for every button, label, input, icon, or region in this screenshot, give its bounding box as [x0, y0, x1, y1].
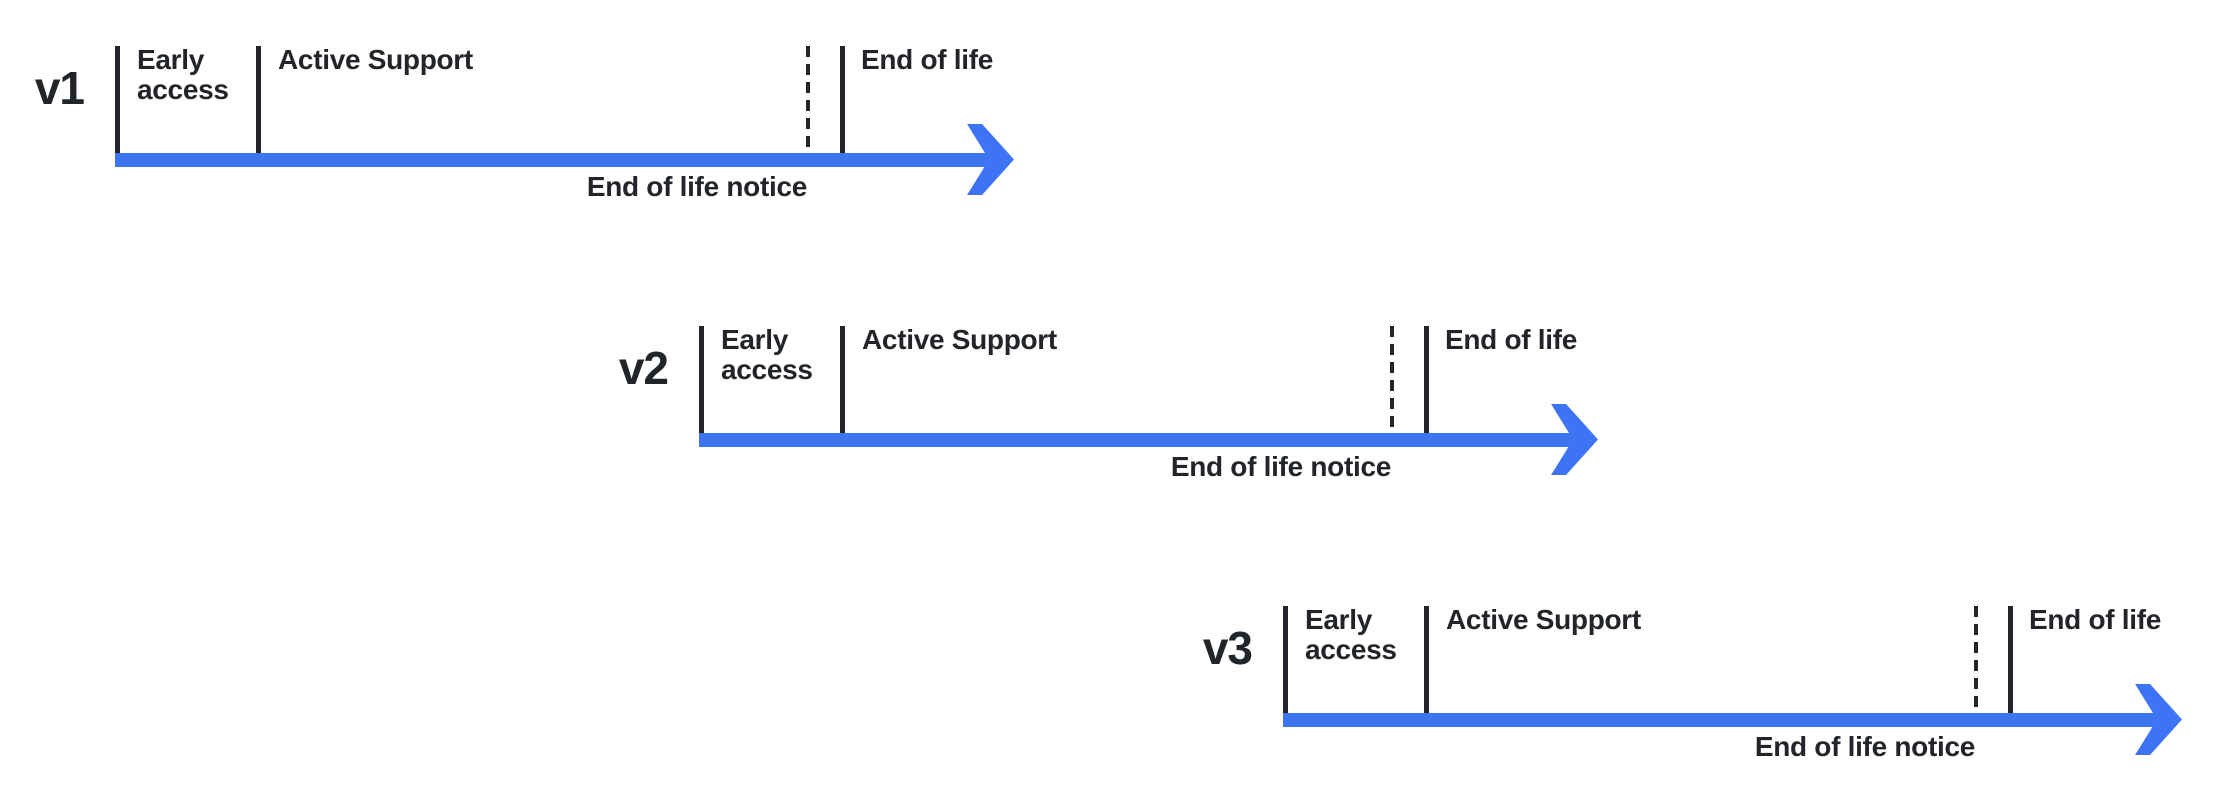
timeline-arrow-bar — [699, 433, 1581, 447]
early-access-label: Early access — [1305, 604, 1397, 665]
timeline-v3: v3 Early access Active Support End of li… — [1168, 560, 2228, 800]
timeline-v1: v1 Early access Active Support End of li… — [0, 0, 1060, 240]
active-support-label: Active Support — [1446, 604, 1641, 635]
version-label: v1 — [34, 62, 85, 114]
end-of-life-label: End of life — [861, 44, 994, 75]
early-access-start-tick — [115, 46, 120, 153]
timeline-v2: v2 Early access Active Support End of li… — [584, 280, 1644, 520]
end-of-life-tick — [1424, 326, 1429, 433]
eol-notice-label: End of life notice — [1754, 731, 1975, 762]
end-of-life-label: End of life — [2029, 604, 2162, 635]
early-access-start-tick — [1283, 606, 1288, 713]
version-label: v2 — [618, 342, 669, 394]
timeline-arrow-bar — [1283, 713, 2165, 727]
end-of-life-tick — [840, 46, 845, 153]
eol-notice-dashed-line — [1390, 326, 1394, 430]
active-support-start-tick — [1424, 606, 1429, 713]
active-support-label: Active Support — [278, 44, 473, 75]
early-access-start-tick — [699, 326, 704, 433]
timeline-arrow-bar — [115, 153, 997, 167]
end-of-life-tick — [2008, 606, 2013, 713]
active-support-label: Active Support — [862, 324, 1057, 355]
version-label: v3 — [1202, 622, 1253, 674]
eol-notice-label: End of life notice — [1170, 451, 1391, 482]
eol-notice-dashed-line — [1974, 606, 1978, 710]
early-access-label: Early access — [137, 44, 229, 105]
active-support-start-tick — [840, 326, 845, 433]
eol-notice-dashed-line — [806, 46, 810, 150]
active-support-start-tick — [256, 46, 261, 153]
early-access-label: Early access — [721, 324, 813, 385]
end-of-life-label: End of life — [1445, 324, 1578, 355]
eol-notice-label: End of life notice — [586, 171, 807, 202]
